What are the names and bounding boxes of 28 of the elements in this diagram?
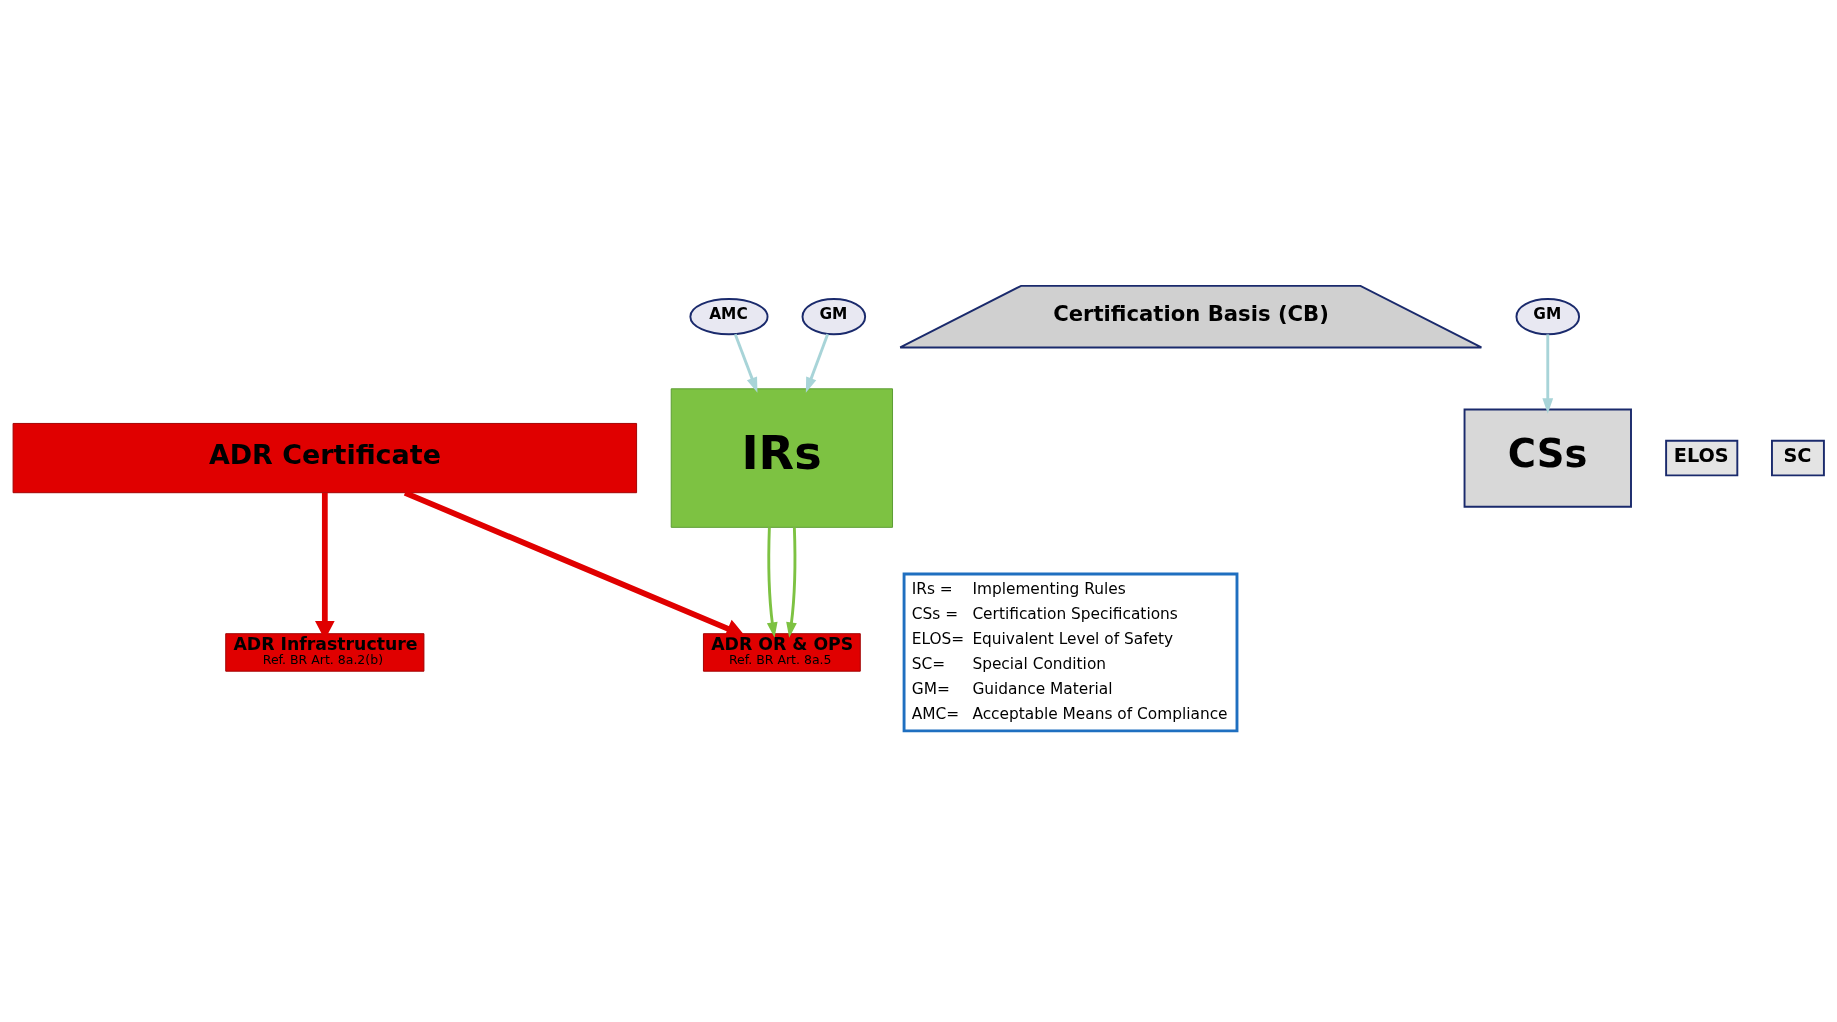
label: GM= [911, 679, 950, 698]
arrow [1542, 334, 1554, 414]
node-ellipse: GM [1515, 298, 1581, 336]
label: ELOS= [911, 629, 965, 648]
arrow [786, 527, 797, 638]
arrow [403, 490, 746, 638]
label: Guidance Material [972, 679, 1113, 698]
label: SC= [911, 654, 946, 673]
node-box: ELOS [1665, 439, 1739, 477]
arrow [766, 527, 778, 638]
arrow [805, 333, 829, 393]
label: Special Condition [972, 654, 1107, 673]
label: Certification Specifications [972, 604, 1178, 623]
label: Implementing Rules [972, 579, 1126, 598]
node-ellipse: AMC [689, 298, 769, 336]
node-box: CSs [1463, 408, 1632, 508]
label: Equivalent Level of Safety [972, 629, 1174, 648]
arrow [733, 333, 758, 393]
node-box: IRs [670, 388, 893, 528]
label: IRs = [911, 579, 953, 598]
node-ellipse: GM [801, 298, 867, 336]
node-box: SC [1771, 439, 1825, 477]
label: CSs = [911, 604, 959, 623]
node-box: ADR Infrastructure Ref. BR Art. 8a.2(b) [225, 633, 425, 672]
node-box: ADR Certificate [12, 422, 638, 494]
label: AMC= [911, 704, 960, 723]
label: Acceptable Means of Compliance [972, 704, 1228, 723]
node-box: ADR OR & OPS Ref. BR Art. 8a.5 [702, 633, 861, 672]
